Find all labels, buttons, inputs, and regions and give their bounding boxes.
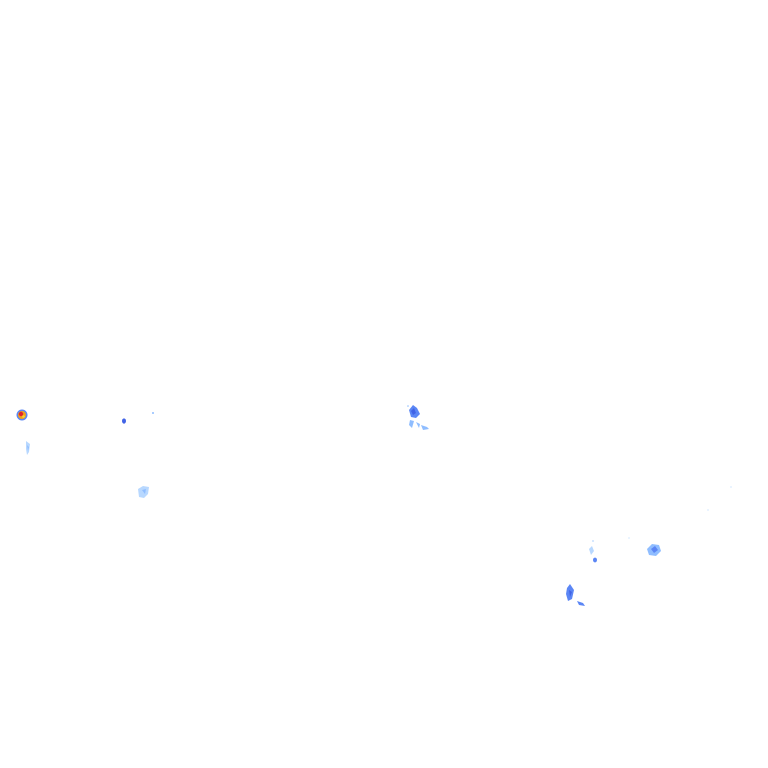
radar-cell-southeast-2 — [593, 557, 597, 563]
radar-speckles — [628, 486, 732, 539]
radar-cell-west-small-1 — [122, 418, 126, 424]
radar-cell-west-streak — [26, 441, 30, 455]
radar-cell-far-west-intense — [16, 409, 28, 421]
radar-cell-southeast-1 — [589, 540, 594, 555]
radar-cell-west-small-2 — [152, 412, 154, 414]
radar-cell-southwest — [138, 486, 149, 498]
radar-cell-east — [647, 544, 661, 556]
radar-cell-far-southeast — [566, 584, 585, 606]
radar-cell-center — [407, 405, 429, 430]
